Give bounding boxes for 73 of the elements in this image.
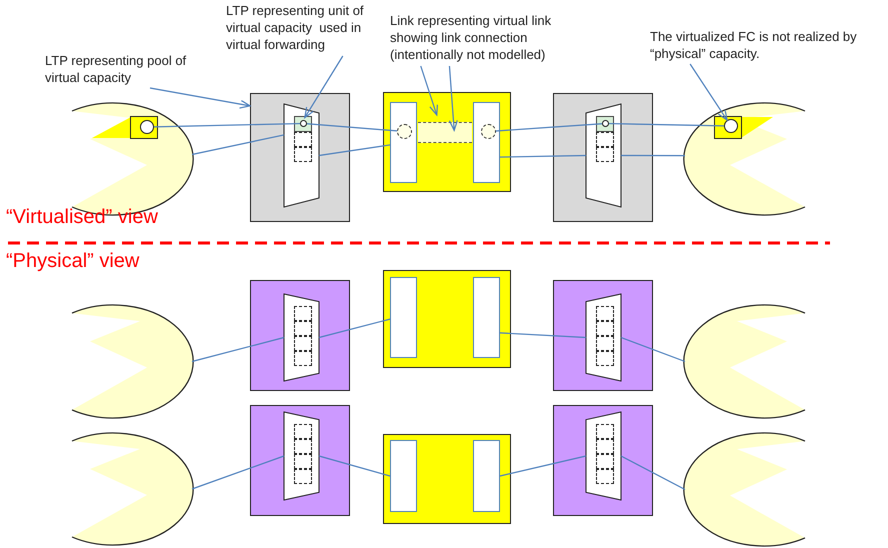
port-bar — [473, 277, 500, 358]
leader-arrow — [690, 64, 728, 121]
connector-line — [500, 332, 586, 338]
port-bar — [473, 440, 500, 512]
port-square — [294, 116, 312, 132]
dashed-slot-box — [596, 424, 614, 439]
connector-line — [192, 455, 284, 490]
connector-line — [608, 122, 724, 126]
network-element-box — [250, 93, 350, 222]
link-box — [383, 92, 511, 192]
connector-line — [318, 318, 390, 338]
port-square — [596, 116, 614, 132]
dashed-slot-box — [596, 132, 614, 147]
connector-line — [620, 455, 686, 490]
trapezoid-shape — [586, 294, 621, 381]
dashed-slot-box — [294, 351, 312, 366]
connector-line — [500, 154, 586, 158]
connector-line — [500, 455, 586, 477]
port-bar — [473, 102, 500, 183]
dashed-slot-box — [294, 469, 312, 484]
port-circle — [602, 120, 609, 127]
dashed-slot-box — [596, 336, 614, 351]
callout-text: LTP representing unit of virtual capacity used in virtual forwarding — [226, 2, 386, 53]
leader-arrow — [420, 66, 438, 116]
network-element-box — [553, 93, 653, 222]
dashed-slot-box — [294, 132, 312, 147]
callout-text: The virtualized FC is not realized by “physical” capacity. — [650, 28, 886, 62]
link-connection-band — [418, 122, 472, 143]
trapezoid-shape — [284, 412, 319, 500]
trapezoid-shape — [586, 104, 621, 207]
network-element-box — [250, 280, 350, 391]
dashed-slot-box — [596, 454, 614, 469]
link-box — [383, 270, 511, 368]
leader-arrow — [448, 66, 458, 131]
connector-line — [306, 123, 398, 132]
dashed-slot-box — [294, 424, 312, 439]
dashed-slot-box — [596, 439, 614, 454]
connector-line — [318, 455, 390, 477]
link-box — [383, 434, 511, 524]
callout-text: LTP representing pool of virtual capacity — [45, 52, 220, 86]
leader-arrow — [304, 56, 344, 118]
trapezoid-shape — [284, 294, 319, 381]
leader-arrow — [150, 87, 251, 109]
dashed-slot-box — [596, 469, 614, 484]
dashed-slot-box — [294, 321, 312, 336]
port-bar — [390, 277, 417, 358]
dashed-slot-box — [294, 454, 312, 469]
trapezoid-shape — [586, 412, 621, 500]
connector-line — [620, 336, 686, 362]
dashed-slot-box — [294, 439, 312, 454]
view-label: “Virtualised” view — [6, 206, 158, 229]
dashed-slot-box — [596, 351, 614, 366]
connector-line — [192, 134, 284, 156]
port-bar — [390, 440, 417, 512]
dashed-slot-box — [596, 147, 614, 162]
port-circle — [300, 120, 307, 127]
connector-line — [318, 144, 390, 156]
callout-text: Link representing virtual link showing link connection (intentionally not modelled) — [390, 12, 595, 63]
trapezoid-shape — [284, 104, 319, 207]
dashed-slot-box — [294, 336, 312, 351]
connector-line — [496, 123, 602, 132]
network-element-box — [553, 280, 653, 391]
network-element-box — [553, 405, 653, 516]
port-bar — [390, 102, 417, 183]
dashed-slot-box — [596, 321, 614, 336]
connector-line — [192, 336, 284, 362]
dashed-slot-box — [294, 147, 312, 162]
connector-line — [621, 154, 685, 156]
dashed-slot-box — [294, 306, 312, 321]
dashed-slot-box — [596, 306, 614, 321]
view-label: “Physical” view — [6, 250, 140, 273]
network-element-box — [250, 405, 350, 516]
connector-line — [154, 122, 300, 128]
